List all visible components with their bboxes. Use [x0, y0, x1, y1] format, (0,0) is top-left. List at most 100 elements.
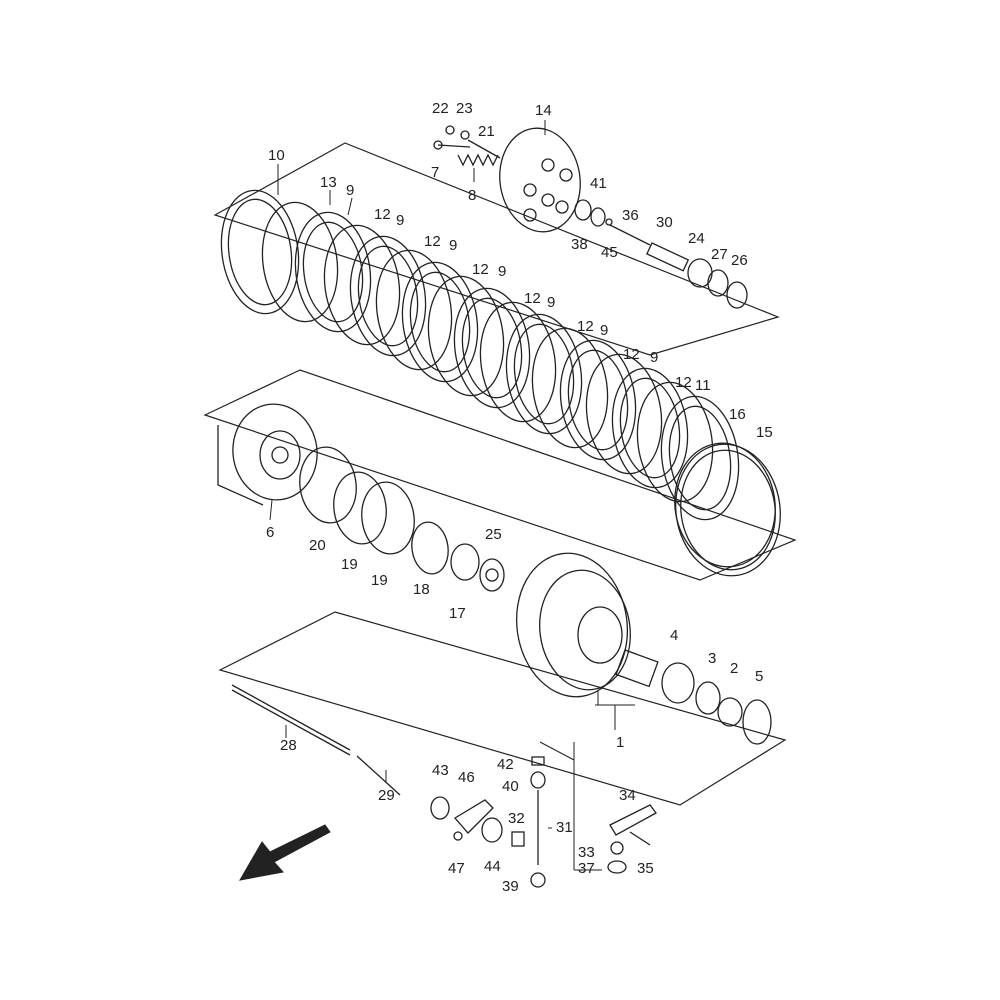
callout-23: 23 — [456, 100, 473, 117]
callout-11: 11 — [695, 377, 711, 394]
callout-3: 3 — [708, 650, 716, 667]
callout-26: 26 — [731, 252, 748, 269]
callout-47: 47 — [448, 860, 465, 877]
cap-42 — [531, 756, 545, 766]
callout-37: 37 — [578, 860, 595, 877]
callout-9-a: 9 — [346, 182, 354, 199]
callout-1: 1 — [616, 734, 624, 751]
boss-3 — [541, 193, 555, 207]
boss-1 — [541, 158, 555, 172]
callout-14: 14 — [535, 102, 552, 119]
frame-plates — [213, 142, 780, 356]
callout-34: 34 — [619, 787, 636, 804]
callout-13: 13 — [320, 174, 337, 191]
boss-4 — [523, 183, 537, 197]
callout-15: 15 — [756, 424, 773, 441]
callout-12-c: 12 — [472, 261, 489, 278]
spring-8 — [457, 153, 499, 167]
boss-5 — [555, 200, 569, 214]
oil-seal-43 — [430, 796, 450, 820]
plate-10 — [220, 189, 300, 315]
callout-33: 33 — [578, 844, 595, 861]
callout-5: 5 — [755, 668, 763, 685]
callout-12-g: 12 — [675, 374, 692, 391]
bolt-7-head — [433, 140, 443, 150]
part-45 — [605, 218, 613, 226]
callout-9-d: 9 — [498, 263, 506, 280]
part-41 — [590, 207, 606, 227]
callout-40: 40 — [502, 778, 519, 795]
callout-20: 20 — [309, 537, 326, 554]
callout-12-f: 12 — [623, 346, 640, 363]
callout-43: 43 — [432, 762, 449, 779]
callout-18: 18 — [413, 581, 430, 598]
callout-21: 21 — [478, 123, 495, 140]
ring-20 — [299, 446, 357, 524]
plate-46 — [454, 799, 494, 834]
lever-34 — [609, 804, 657, 836]
part-38 — [574, 199, 592, 221]
pushrod-29 — [356, 755, 401, 796]
cap-39 — [530, 872, 546, 888]
plate-9-g-inner — [619, 377, 681, 479]
group-leaders — [269, 120, 635, 871]
callout-12-a: 12 — [374, 206, 391, 223]
group-clutch-plates — [220, 189, 781, 577]
ring-15 — [675, 443, 781, 577]
plate-9-c — [401, 261, 479, 383]
plate-19-b — [361, 481, 415, 555]
washer-25-hole — [485, 568, 499, 582]
plate-9-a-inner — [302, 221, 364, 323]
pin-32 — [511, 831, 525, 847]
bolt-35 — [629, 831, 651, 846]
callout-9-g: 9 — [650, 349, 658, 366]
callout-12-b: 12 — [424, 233, 441, 250]
callout-41: 41 — [590, 175, 607, 192]
housing-center — [577, 606, 623, 664]
callout-46: 46 — [458, 769, 475, 786]
callout-12-e: 12 — [577, 318, 594, 335]
callout-19-a: 19 — [341, 556, 358, 573]
bearing-4 — [661, 662, 695, 704]
bolt-7 — [437, 144, 471, 148]
washer-37 — [607, 860, 627, 874]
callout-6: 6 — [266, 524, 274, 541]
callout-31: 31 — [556, 819, 573, 836]
callout-29: 29 — [378, 787, 395, 804]
callout-22: 22 — [432, 100, 449, 117]
hub-back — [217, 425, 264, 506]
group-frames — [203, 142, 797, 806]
plate-9-b-inner — [357, 245, 419, 347]
bearing-44 — [481, 817, 503, 843]
callout-9-c: 9 — [449, 237, 457, 254]
housing-gear — [539, 569, 631, 691]
callout-7: 7 — [431, 164, 439, 181]
seal-40 — [530, 771, 546, 789]
callout-45: 45 — [601, 244, 618, 261]
plate-12-e — [531, 327, 609, 449]
arrow-icon — [239, 824, 331, 881]
part-22 — [445, 125, 455, 135]
callout-35: 35 — [637, 860, 654, 877]
part-30 — [646, 242, 690, 272]
bearing-5 — [742, 699, 772, 745]
spacer-2 — [717, 697, 743, 727]
pushrod-28 — [231, 684, 351, 751]
plate-9-e — [505, 313, 583, 435]
washer-26 — [726, 281, 748, 309]
group-hub — [217, 403, 772, 745]
group-callouts: 1 2 3 4 5 6 7 8 9 9 9 9 9 9 9 10 11 12 1… — [266, 100, 773, 895]
boss-2 — [559, 168, 573, 182]
clutch-hub-6 — [232, 403, 318, 501]
callout-2: 2 — [730, 660, 738, 677]
plate-9-g — [611, 367, 689, 489]
callout-9-b: 9 — [396, 212, 404, 229]
plate-9-d — [453, 287, 531, 409]
plate-9-a — [294, 211, 372, 333]
callout-12-d: 12 — [524, 290, 541, 307]
callout-36: 36 — [622, 207, 639, 224]
callout-9-e: 9 — [547, 294, 555, 311]
group-pressure-plate — [433, 125, 748, 309]
